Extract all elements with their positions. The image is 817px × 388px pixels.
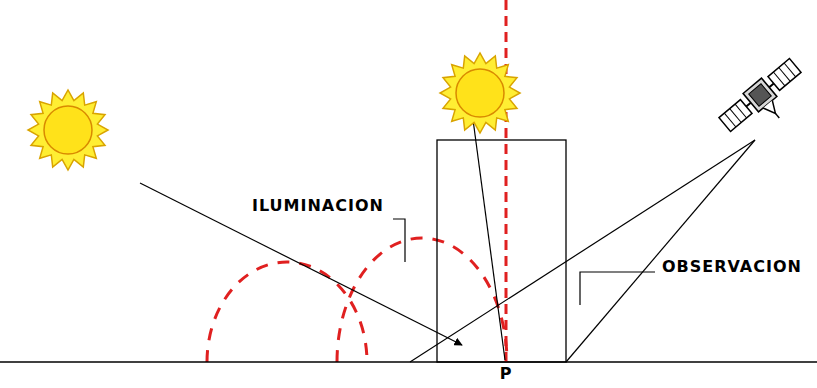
- sun-icon: [440, 53, 520, 133]
- satellite-icon: [717, 56, 814, 147]
- sun-icon: [28, 90, 108, 170]
- vertical-reference: [505, 0, 508, 362]
- observation-ray: [410, 140, 755, 362]
- ground-line: [0, 361, 817, 363]
- illumination-ray: [140, 183, 462, 345]
- observation-ray: [566, 140, 755, 362]
- leader-line: [580, 272, 655, 305]
- radiation-lobe: [337, 238, 507, 362]
- illumination-ray: [472, 112, 505, 360]
- point-label: P: [498, 365, 515, 383]
- leader-line: [393, 219, 405, 262]
- callout-label: OBSERVACION: [660, 258, 804, 276]
- building-outline: [437, 140, 566, 362]
- callout-label: ILUMINACION: [250, 197, 386, 215]
